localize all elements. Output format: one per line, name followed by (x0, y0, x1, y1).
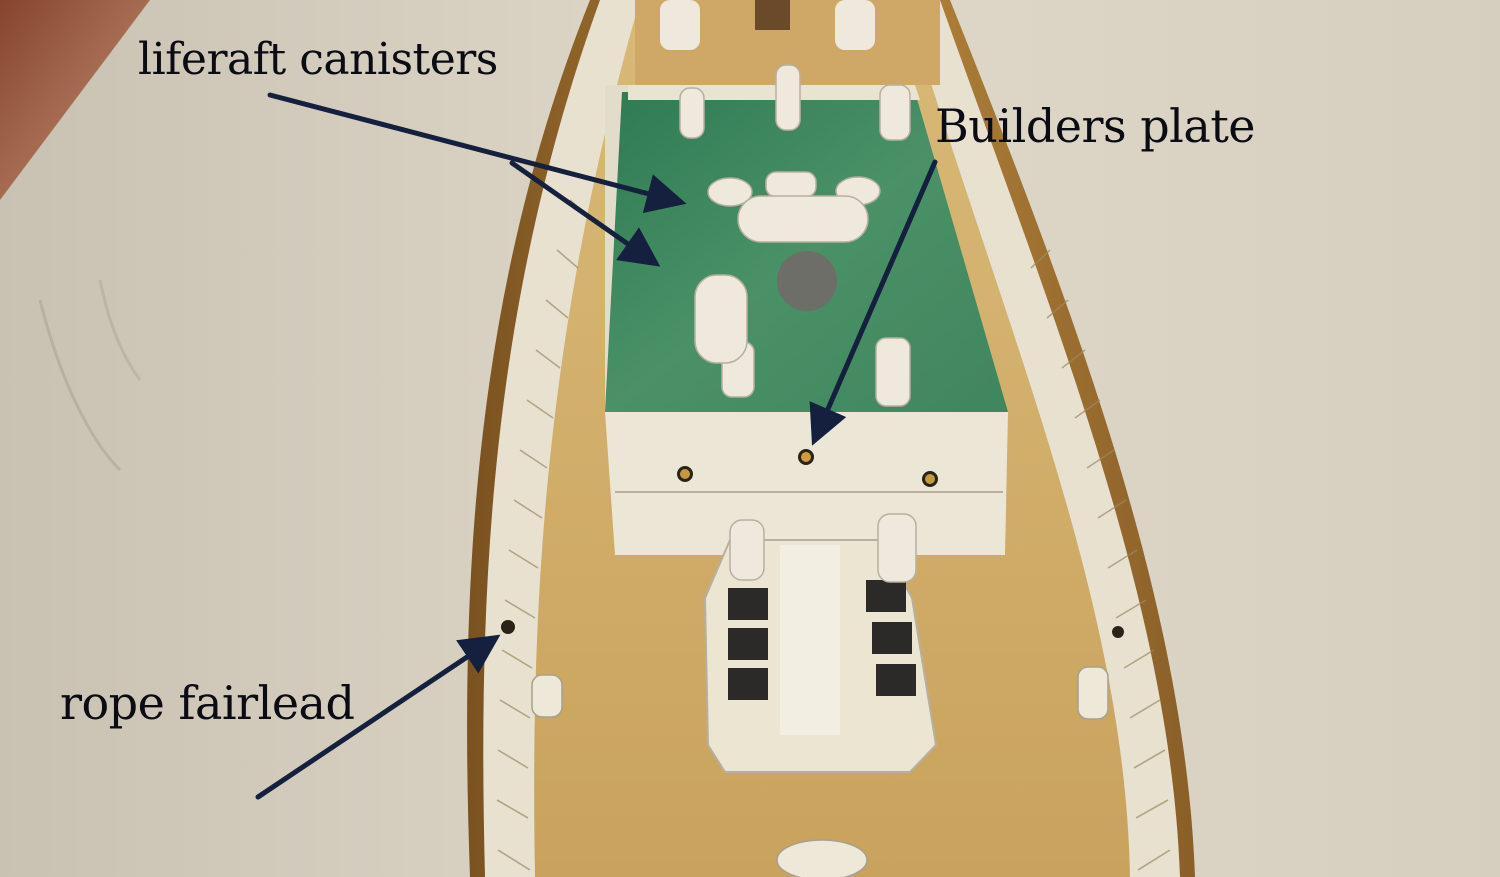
liferaft-canisters-label: liferaft canisters (138, 34, 498, 85)
rope-fairlead-label: rope fairlead (60, 676, 355, 730)
builders-plate-label: Builders plate (935, 99, 1256, 153)
